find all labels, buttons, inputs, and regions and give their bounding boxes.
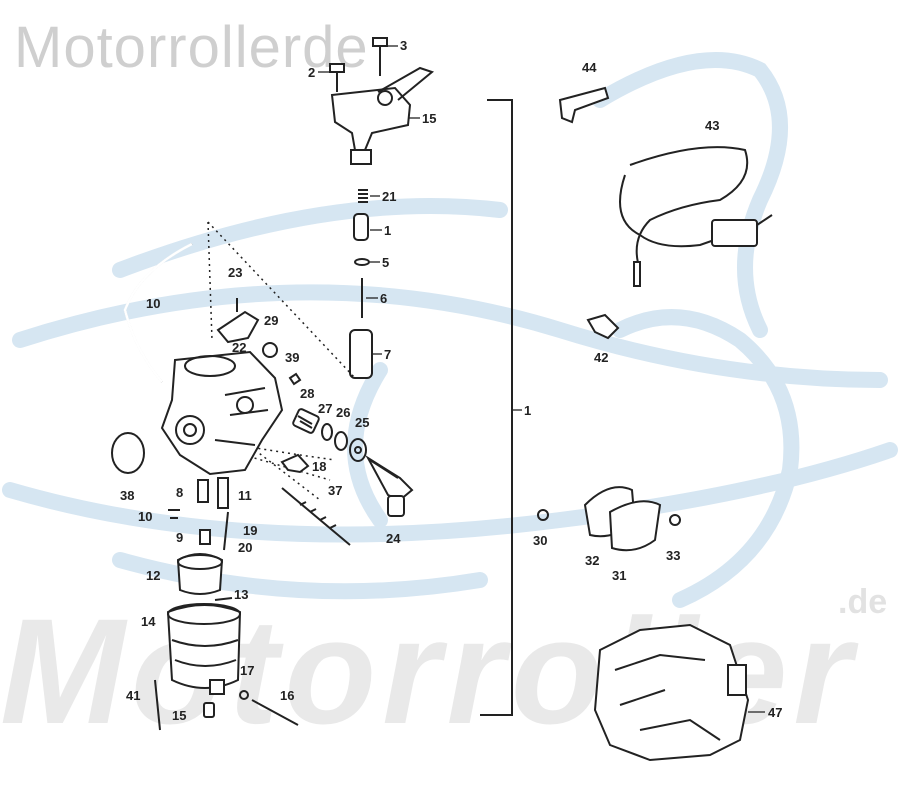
- float-pin-13: [214, 597, 233, 601]
- callout-1-needle: 1: [384, 223, 391, 238]
- screw-30: [537, 509, 549, 521]
- clip-42: [586, 313, 620, 340]
- callout-10-hose: 10: [146, 296, 160, 311]
- adjuster-rod-37: [281, 487, 351, 546]
- callout-39: 39: [285, 350, 299, 365]
- assembly-bracket: [480, 99, 522, 716]
- callout-8: 8: [176, 485, 183, 500]
- callout-24: 24: [386, 531, 401, 546]
- carburetor-body: [160, 350, 284, 476]
- float-gasket-38: [111, 432, 145, 474]
- choke-lever-24: [365, 455, 414, 517]
- hose-10: [123, 242, 193, 383]
- callout-18: 18: [312, 459, 326, 474]
- needle-clip: [354, 258, 380, 266]
- callout-6: 6: [380, 291, 387, 306]
- callout-3: 3: [400, 38, 407, 53]
- callout-28: 28: [300, 386, 314, 401]
- callout-labels: 2 3 15 21 1 5 6 7 10 23 22 29 39 28 27 2…: [120, 38, 782, 723]
- throttle-spring: [358, 189, 380, 203]
- screw-3: [372, 37, 398, 76]
- screw-17: [239, 690, 249, 700]
- callout-37: 37: [328, 483, 342, 498]
- watermark-domain-suffix: .de: [838, 583, 888, 621]
- callout-42: 42: [594, 350, 608, 365]
- air-box-47: [593, 623, 765, 762]
- cable-bracket-22: [216, 298, 260, 344]
- throttle-slide: [349, 329, 382, 379]
- cover-31: [608, 500, 662, 552]
- callout-23: 23: [228, 265, 242, 280]
- callout-1-assembly: 1: [524, 403, 531, 418]
- jets-8-11: [168, 477, 229, 551]
- screw-33: [669, 514, 681, 526]
- callout-15-top: 15: [422, 111, 436, 126]
- callout-33: 33: [666, 548, 680, 563]
- callout-11: 11: [238, 488, 252, 503]
- callout-9: 9: [176, 530, 183, 545]
- callout-26: 26: [336, 405, 350, 420]
- callout-17: 17: [240, 663, 254, 678]
- wire-harness-43: [619, 146, 773, 287]
- callout-27: 27: [318, 401, 332, 416]
- clamp-44: [558, 86, 610, 124]
- o-ring-29: [262, 342, 278, 358]
- callout-29: 29: [264, 313, 278, 328]
- washers-25-27: [321, 423, 367, 462]
- screw-39: [288, 372, 302, 386]
- callout-43: 43: [705, 118, 719, 133]
- callout-41: 41: [126, 688, 140, 703]
- callout-2: 2: [308, 65, 315, 80]
- jet-needle: [361, 278, 378, 318]
- callout-31: 31: [612, 568, 626, 583]
- screw-16: [251, 699, 299, 726]
- callout-32: 32: [585, 553, 599, 568]
- callout-19: 19: [243, 523, 257, 538]
- callout-5: 5: [382, 255, 389, 270]
- callout-14: 14: [141, 614, 156, 629]
- scooter-logo-watermark: [2, 52, 898, 608]
- callout-10-jet: 10: [138, 509, 152, 524]
- float-bowl-14: [166, 603, 242, 695]
- drain-screw-15: [203, 702, 215, 718]
- callout-22: 22: [232, 340, 246, 355]
- callout-21-top: 21: [382, 189, 396, 204]
- float-12: [176, 553, 224, 595]
- callout-44: 44: [582, 60, 597, 75]
- screw-2: [318, 63, 345, 92]
- callout-12: 12: [146, 568, 160, 583]
- choke-plunger-18: [280, 453, 310, 474]
- callout-20: 20: [238, 540, 252, 555]
- needle-retainer: [353, 213, 382, 241]
- callout-15-bottom: 15: [172, 708, 186, 723]
- callout-47: 47: [768, 705, 782, 720]
- callout-38: 38: [120, 488, 134, 503]
- drain-tube-41: [154, 679, 161, 731]
- callout-13: 13: [234, 587, 248, 602]
- carburetor-top-cover: [330, 66, 435, 165]
- callout-30: 30: [533, 533, 547, 548]
- callout-7: 7: [384, 347, 391, 362]
- callout-25: 25: [355, 415, 369, 430]
- watermark-top-text: Motorrollerde: [14, 15, 369, 80]
- callout-16: 16: [280, 688, 294, 703]
- pilot-screw-28: [292, 408, 320, 434]
